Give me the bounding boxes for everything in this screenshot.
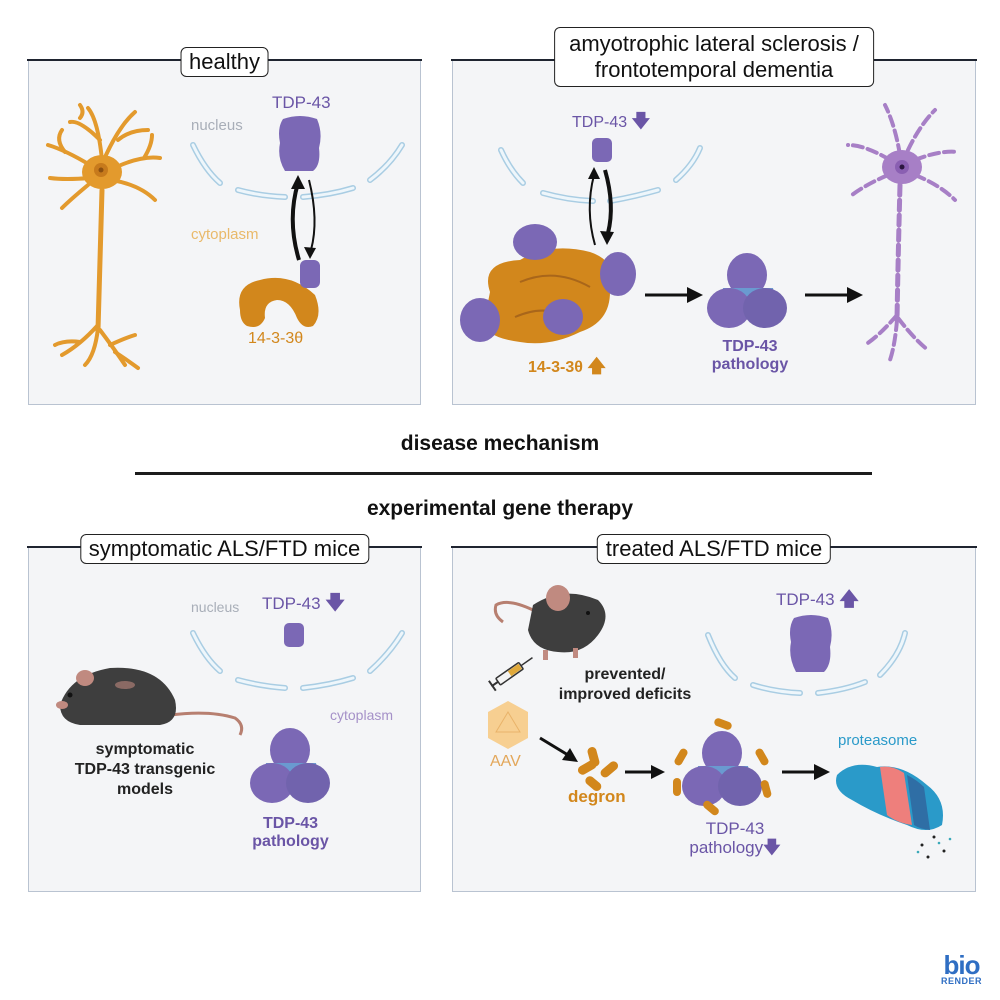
- label-14-3-3-disease: 14-3-3θ 🡅: [528, 356, 606, 376]
- nuclear-membrane-icon: [190, 630, 405, 691]
- label-14-3-3: 14-3-3θ: [248, 330, 304, 347]
- label-cytoplasm: cytoplasm: [330, 707, 394, 723]
- syringe-icon: [488, 657, 533, 692]
- label-tdp43-treated: TDP-43 🡅: [776, 589, 859, 610]
- 14-3-3-protein-icon: [239, 260, 320, 327]
- panel-disease: amyotrophic lateral sclerosis / frontote…: [451, 27, 977, 405]
- proteasome-icon: [836, 764, 952, 859]
- label-tdp43: TDP-43: [272, 93, 331, 112]
- degron-icon: [577, 747, 619, 792]
- tdp43-protein-icon: [284, 623, 304, 647]
- bidirectional-arrow-icon: [290, 175, 316, 261]
- label-nucleus: nucleus: [191, 117, 243, 134]
- mouse-icon: [56, 667, 244, 736]
- arrow-up-icon: 🡅: [839, 589, 859, 610]
- label-pathology-disease: TDP-43 pathology: [711, 338, 789, 373]
- nuclear-membrane-icon: [498, 145, 703, 204]
- label-proteasome: proteasome: [838, 732, 918, 749]
- label-pathology-symptomatic: TDP-43 pathology: [252, 815, 329, 850]
- panel-title-symptomatic: symptomatic ALS/FTD mice: [79, 534, 370, 564]
- protein-complex-icon: [460, 224, 636, 344]
- label-nucleus: nucleus: [191, 599, 240, 615]
- aav-capsid-icon: [488, 701, 528, 749]
- panel-title-healthy: healthy: [180, 47, 269, 77]
- arrow-right-icon: [782, 764, 830, 780]
- tdp43-protein-icon: [790, 615, 832, 672]
- label-tdp43-symptomatic: TDP-43 🡇: [262, 593, 345, 614]
- arrow-right-icon: [805, 287, 863, 303]
- tdp43-aggregate-icon: [707, 253, 787, 328]
- arrow-diagonal-icon: [539, 736, 578, 762]
- arrow-right-icon: [645, 287, 703, 303]
- panel-title-treated: treated ALS/FTD mice: [596, 534, 832, 564]
- label-degron: degron: [568, 787, 626, 806]
- neuron-icon: [46, 103, 162, 370]
- label-pathology-treated: TDP-43 pathology🡇: [689, 819, 781, 857]
- section-divider: [135, 472, 872, 475]
- label-outcome: prevented/ improved deficits: [558, 666, 692, 703]
- tdp43-bound-icon: [300, 260, 320, 288]
- tdp43-protein-icon: [279, 116, 321, 171]
- mouse-icon: [493, 585, 606, 660]
- arrow-down-icon: 🡇: [325, 593, 345, 614]
- label-mouse-model: symptomatic TDP-43 transgenic models: [74, 741, 216, 798]
- arrow-right-icon: [625, 765, 665, 779]
- heading-gene-therapy: experimental gene therapy: [366, 497, 634, 520]
- tdp43-protein-icon: [592, 138, 612, 162]
- tagged-tdp43-aggregate-icon: [673, 718, 772, 816]
- biorender-logo: bio RENDER: [940, 950, 982, 986]
- tdp43-aggregate-icon: [250, 728, 330, 803]
- label-cytoplasm: cytoplasm: [191, 226, 259, 243]
- arrow-down-icon: 🡇: [631, 111, 651, 131]
- label-tdp43-disease: TDP-43 🡇: [572, 111, 651, 131]
- heading-disease-mechanism: disease mechanism: [400, 432, 600, 455]
- arrow-down-icon: 🡇: [763, 837, 781, 857]
- degenerating-neuron-icon: [846, 103, 960, 362]
- arrow-up-icon: 🡅: [587, 356, 606, 376]
- label-aav: AAV: [490, 753, 521, 770]
- nuclear-membrane-icon: [705, 630, 908, 696]
- bidirectional-arrow-icon: [588, 167, 614, 246]
- panel-title-disease: amyotrophic lateral sclerosis / frontote…: [554, 27, 874, 87]
- nuclear-membrane-icon: [190, 142, 405, 200]
